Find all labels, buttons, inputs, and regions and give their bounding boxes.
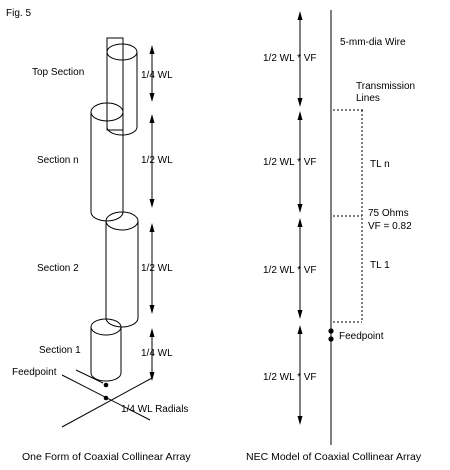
label-lines: Lines xyxy=(356,93,380,104)
label-radials: 1/4 WL Radials xyxy=(121,404,188,415)
label-vf-2: 1/2 WL * VF xyxy=(263,157,317,168)
right-feed-dot-lower xyxy=(328,336,334,342)
quarter-wl-bottom-arrow xyxy=(149,328,155,381)
right-vf-arrows xyxy=(297,11,303,425)
label-half-wl-2: 1/2 WL xyxy=(141,263,173,274)
right-model-drawing xyxy=(328,10,363,445)
label-wire: 5-mm-dia Wire xyxy=(340,37,406,48)
label-ohms: 75 Ohms xyxy=(368,208,409,219)
label-top-section: Top Section xyxy=(32,67,84,78)
label-quarter-wl-top: 1/4 WL xyxy=(141,70,173,81)
half-wl-2-arrow xyxy=(149,223,155,314)
left-caption: One Form of Coaxial Collinear Array xyxy=(22,451,191,463)
label-tl-n: TL n xyxy=(370,159,390,170)
figure-label: Fig. 5 xyxy=(6,8,31,19)
label-section-1: Section 1 xyxy=(39,345,81,356)
vf-arrow-2 xyxy=(297,111,303,213)
left-array-drawing xyxy=(61,37,153,428)
label-section-n: Section n xyxy=(37,155,79,166)
section-2-cylinder xyxy=(105,211,139,328)
vf-arrow-1 xyxy=(297,11,303,107)
vf-arrow-3 xyxy=(297,218,303,319)
label-left-feedpoint: Feedpoint xyxy=(12,367,57,378)
feedpoint-leader-line xyxy=(75,369,104,384)
left-feed-dot-upper xyxy=(103,382,109,388)
label-section-2: Section 2 xyxy=(37,263,79,274)
vf-arrow-4 xyxy=(297,325,303,425)
label-tl-1: TL 1 xyxy=(370,260,390,271)
section-n-cylinder xyxy=(90,102,124,222)
label-right-feedpoint: Feedpoint xyxy=(339,331,384,342)
left-length-arrows xyxy=(149,45,155,381)
right-caption: NEC Model of Coaxial Collinear Array xyxy=(246,451,422,463)
section-1-cylinder xyxy=(90,318,122,382)
half-wl-n-arrow xyxy=(149,114,155,208)
label-vf-1: 1/2 WL * VF xyxy=(263,53,317,64)
label-vf-value: VF = 0.82 xyxy=(368,221,412,232)
label-half-wl-n: 1/2 WL xyxy=(141,155,173,166)
top-section-cylinder xyxy=(106,37,138,136)
label-vf-4: 1/2 WL * VF xyxy=(263,372,317,383)
transmission-lines xyxy=(333,109,363,323)
label-transmission: Transmission xyxy=(356,81,415,92)
label-vf-3: 1/2 WL * VF xyxy=(263,265,317,276)
right-feed-dot-upper xyxy=(328,328,334,334)
quarter-wl-top-arrow xyxy=(149,45,155,102)
label-quarter-wl-bottom: 1/4 WL xyxy=(141,348,173,359)
radials xyxy=(61,374,153,428)
